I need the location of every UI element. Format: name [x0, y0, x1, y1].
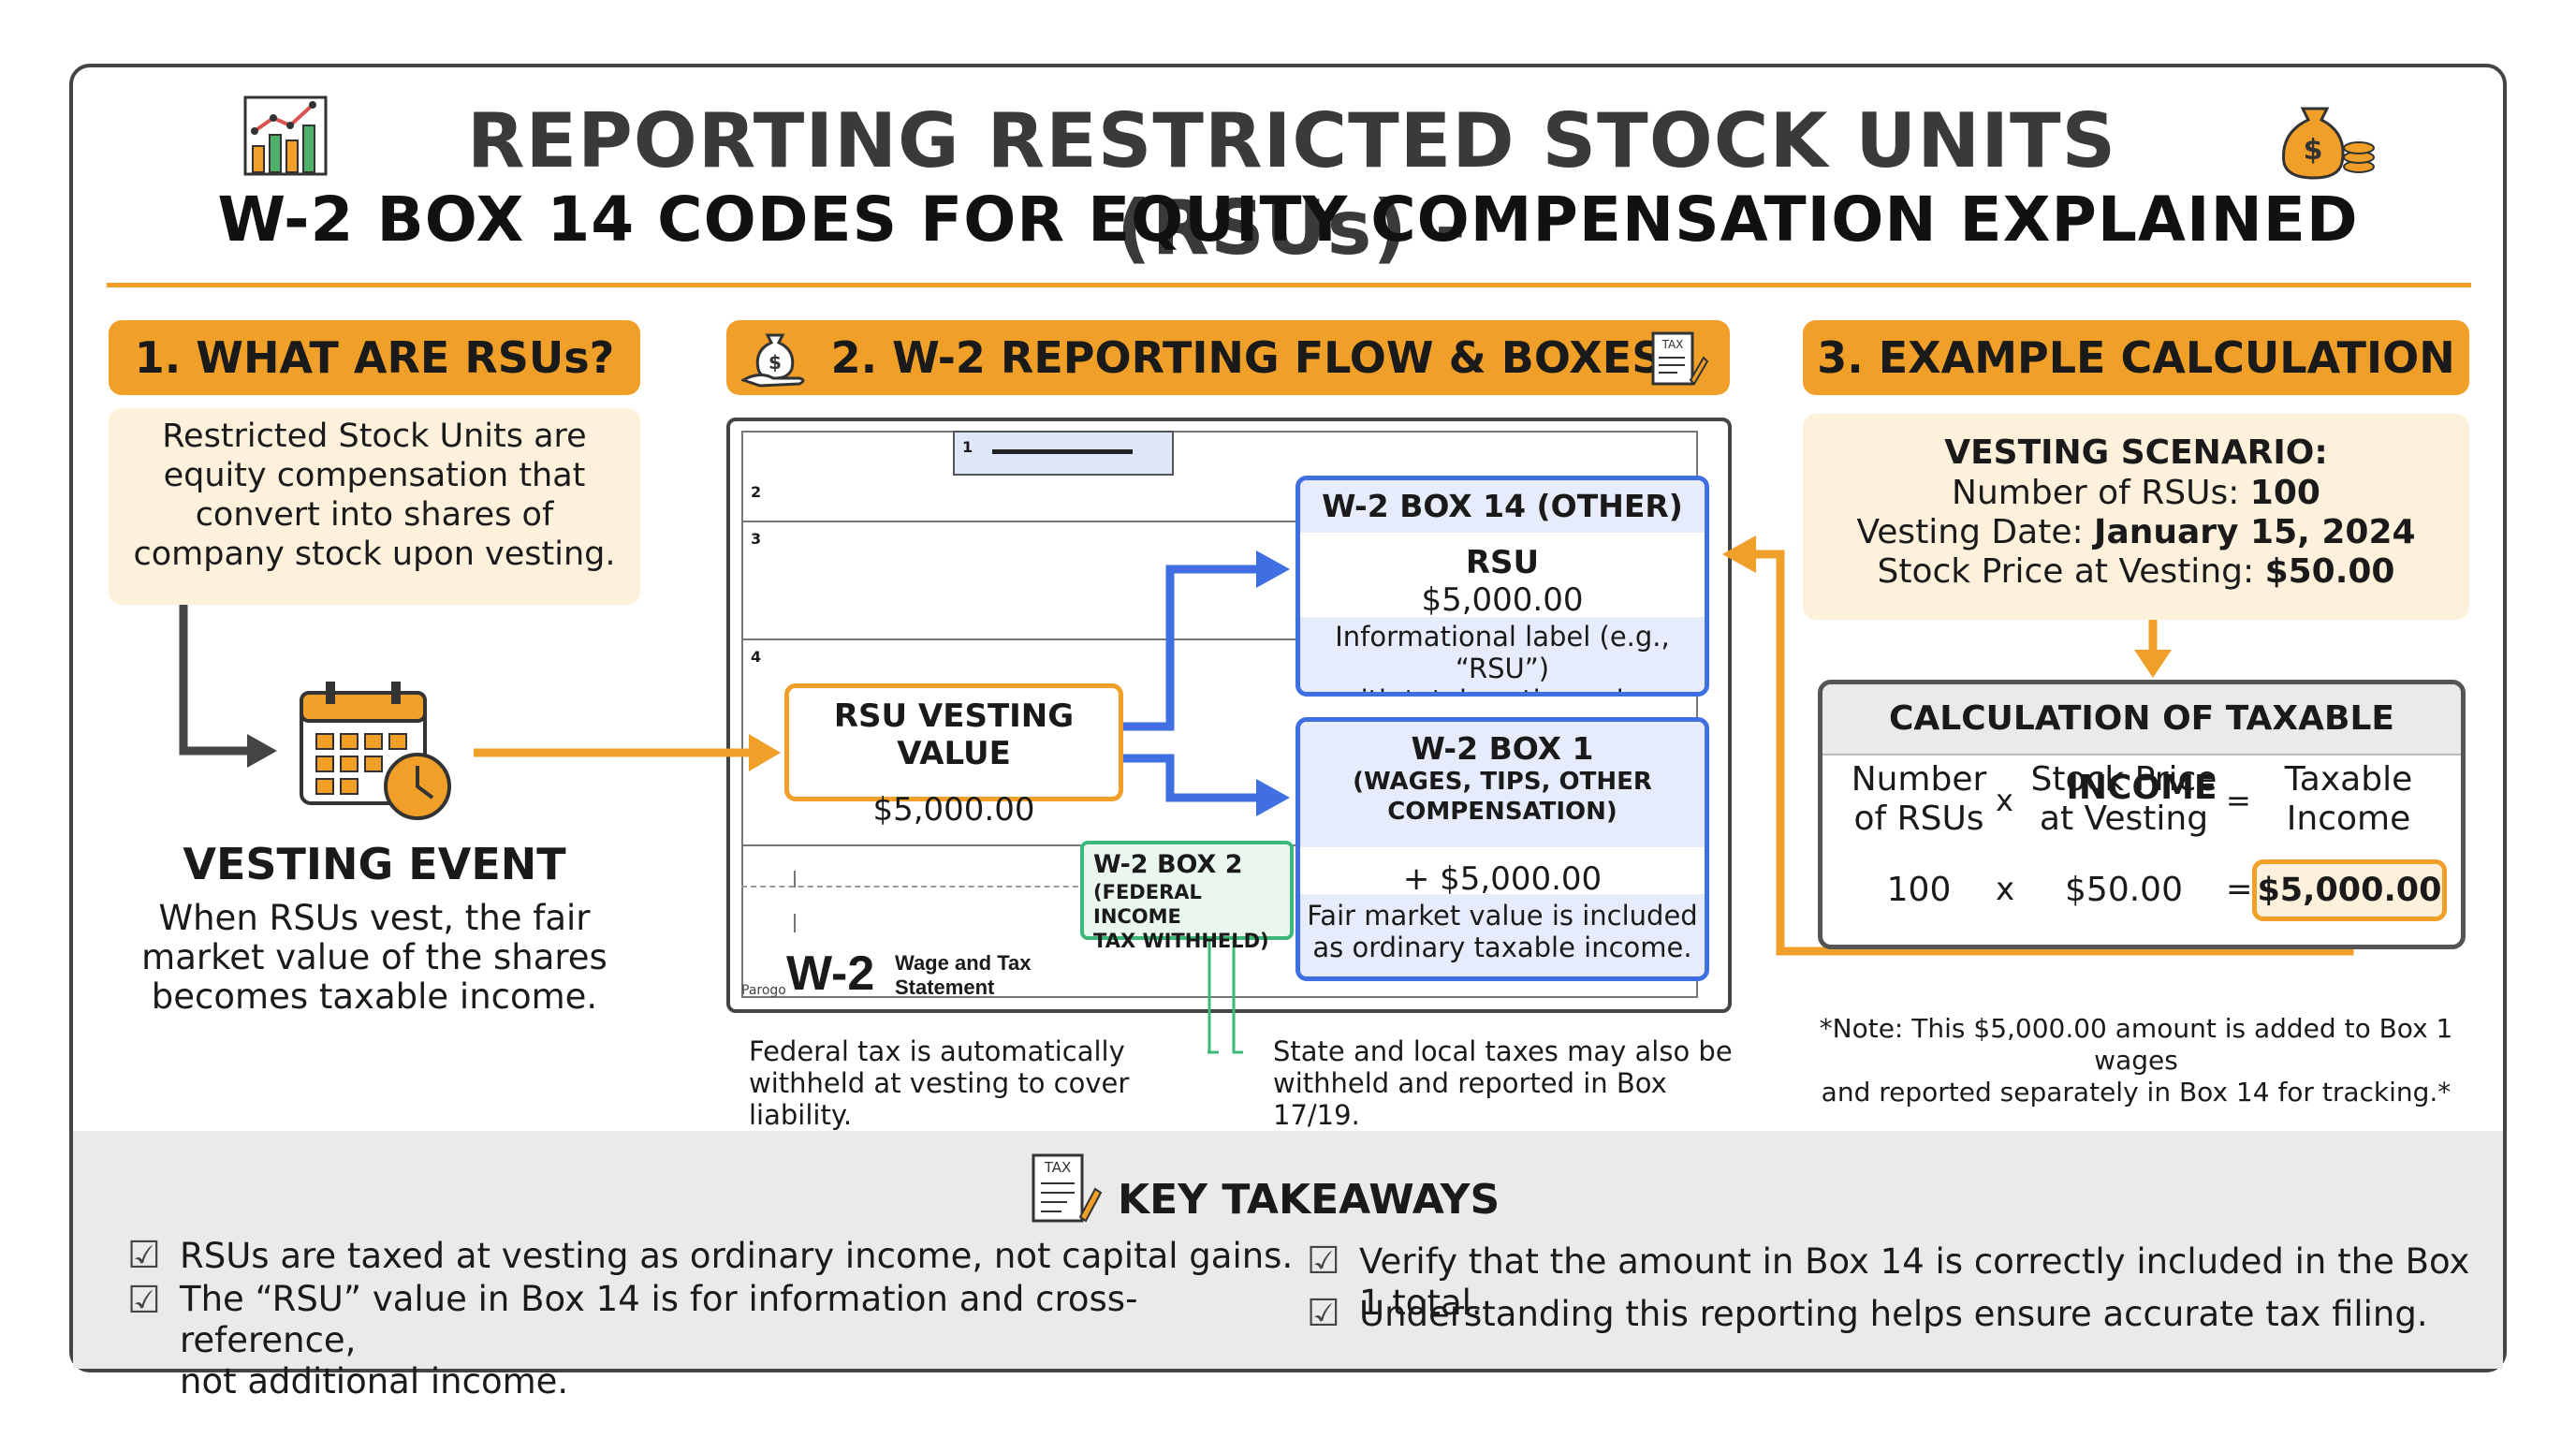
title-line-1: REPORTING RESTRICTED STOCK UNITS (RSUs) … — [466, 97, 2117, 271]
federal-withholding-note: Federal tax is automatically withheld at… — [749, 1035, 1130, 1131]
chart-icon — [242, 94, 331, 180]
calc-result: $5,000.00 — [2252, 859, 2447, 921]
rsu-definition: Restricted Stock Units are equity compen… — [109, 408, 640, 605]
w2-box1-card: W-2 BOX 1 (WAGES, TIPS, OTHER COMPENSATI… — [1295, 717, 1709, 981]
w2-form-title: Wage and Tax Statement — [895, 951, 1032, 999]
w2-box14-card: W-2 BOX 14 (OTHER) RSU $5,000.00 Informa… — [1295, 476, 1709, 697]
taxable-income-calc: CALCULATION OF TAXABLE INCOME — [1818, 680, 2466, 949]
vesting-event-title: VESTING EVENT — [183, 839, 566, 889]
title-line-2: W-2 BOX 14 CODES FOR EQUITY COMPENSATION… — [217, 183, 2359, 256]
calc-op-equals: = — [2226, 871, 2253, 908]
vesting-scenario-box: VESTING SCENARIO: Number of RSUs: 100 Ve… — [1803, 414, 2469, 620]
w2-dashed-row — [741, 886, 1088, 888]
takeaway-item: Verify that the amount in Box 14 is corr… — [1359, 1241, 2470, 1323]
calendar-clock-icon — [298, 678, 455, 824]
calc-op-equals: = — [2226, 783, 2251, 818]
check-icon: ☑ — [1307, 1292, 1340, 1335]
rsu-vesting-value-box: RSU VESTING VALUE $5,000.00 — [784, 683, 1123, 829]
svg-text:TAX: TAX — [1044, 1159, 1072, 1176]
w2-form-label-small: Parogo — [741, 983, 786, 998]
check-icon: ☑ — [1307, 1240, 1340, 1283]
key-takeaways-heading: KEY TAKEAWAYS — [1118, 1176, 1500, 1224]
tax-form-icon: TAX — [1649, 330, 1709, 389]
w2-tick — [794, 871, 796, 888]
calc-op-times: x — [1996, 783, 2013, 818]
money-hand-icon: $ — [739, 328, 816, 388]
w2-box2-card: W-2 BOX 2 (FEDERAL INCOME TAX WITHHELD) — [1080, 841, 1294, 952]
w2-row-3: 3 — [741, 522, 1698, 640]
section1-heading: 1. WHAT ARE RSUs? — [109, 320, 640, 395]
takeaway-item: Understanding this reporting helps ensur… — [1359, 1294, 2428, 1334]
infographic-frame — [69, 64, 2507, 1372]
w2-form-inner — [741, 431, 1698, 998]
definition-to-event-arrow — [179, 605, 277, 768]
calc-footnote: *Note: This $5,000.00 amount is added to… — [1819, 1013, 2453, 1108]
svg-text:$: $ — [768, 351, 782, 374]
takeaway-item: RSUs are taxed at vesting as ordinary in… — [180, 1236, 1294, 1276]
check-icon: ☑ — [127, 1279, 161, 1322]
title-divider — [107, 283, 2471, 287]
calc-op-times: x — [1996, 871, 2015, 908]
w2-tick — [794, 914, 796, 932]
money-bag-icon: $ — [2275, 90, 2378, 183]
w2-form-code: W-2 — [786, 946, 875, 1001]
check-icon: ☑ — [127, 1234, 161, 1277]
w2-row-2: 2 — [741, 476, 1698, 522]
section3-heading: 3. EXAMPLE CALCULATION — [1803, 320, 2469, 395]
section2-heading: 2. W-2 REPORTING FLOW & BOXES — [726, 320, 1730, 395]
state-withholding-note: State and local taxes may also be withhe… — [1273, 1035, 1733, 1131]
calc-val-price: $50.00 — [2065, 871, 2183, 909]
calc-val-rsus: 100 — [1886, 871, 1952, 909]
tax-document-icon: TAX — [1030, 1152, 1105, 1228]
key-takeaways-band — [73, 1131, 2503, 1369]
takeaway-item: The “RSU” value in Box 14 is for informa… — [180, 1279, 1138, 1401]
vesting-event-description: When RSUs vest, the fair market value of… — [141, 898, 607, 1017]
svg-text:$: $ — [2304, 134, 2323, 167]
w2-box1-field: 1 — [953, 431, 1174, 476]
svg-text:TAX: TAX — [1661, 338, 1684, 351]
